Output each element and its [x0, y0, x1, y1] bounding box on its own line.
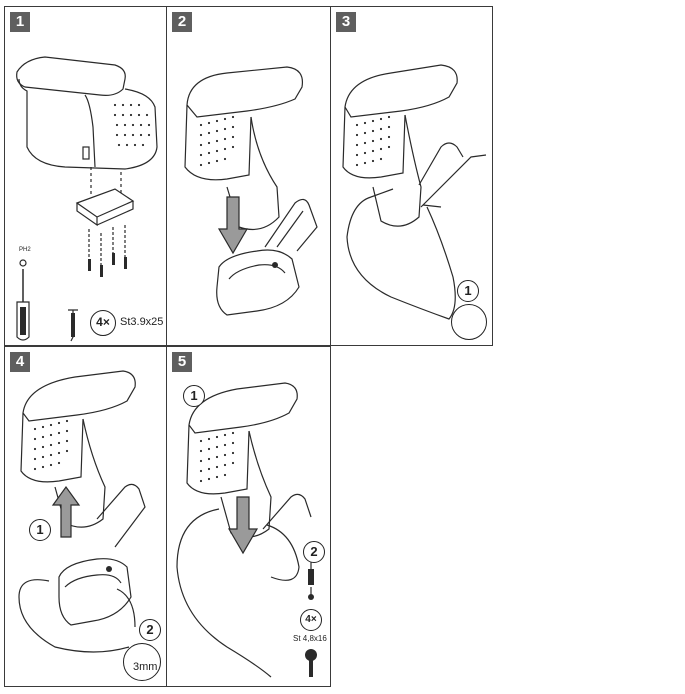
callout-1: 1 — [457, 280, 479, 302]
step-4-panel: 4 1 2 3mm — [4, 346, 167, 687]
quantity-badge: 4× — [90, 310, 116, 336]
callout-2: 2 — [139, 619, 161, 641]
callout-1: 1 — [183, 385, 205, 407]
fitted-armrest-illustration — [342, 64, 487, 320]
step-3-panel: 3 1 — [330, 6, 493, 346]
step-number: 2 — [172, 12, 192, 32]
step-5-panel: 5 1 2 4× St 4,8x16 — [166, 346, 331, 687]
step-1-panel: 1 — [4, 6, 167, 346]
screwdriver-tip-label: PH2 — [19, 247, 31, 253]
step-number: 1 — [10, 12, 30, 32]
detail-magnifier — [451, 304, 487, 340]
step-number: 5 — [172, 352, 192, 372]
screw-spec-label: St 4,8x16 — [293, 634, 327, 643]
lifting-armrest-illustration — [18, 370, 146, 653]
callout-2: 2 — [303, 541, 325, 563]
lowering-armrest-illustration — [184, 66, 318, 316]
step-number: 3 — [336, 12, 356, 32]
callout-1: 1 — [29, 519, 51, 541]
step-number: 4 — [10, 352, 30, 372]
armrest-mounting-bracket-illustration — [16, 56, 158, 342]
securing-armrest-illustration — [176, 382, 317, 678]
screw-spec-label: St3.9x25 — [120, 316, 164, 328]
step-2-panel: 2 — [166, 6, 331, 346]
quantity-badge: 4× — [300, 609, 322, 631]
drill-size-label: 3mm — [133, 661, 158, 673]
detail-magnifier — [123, 643, 161, 681]
